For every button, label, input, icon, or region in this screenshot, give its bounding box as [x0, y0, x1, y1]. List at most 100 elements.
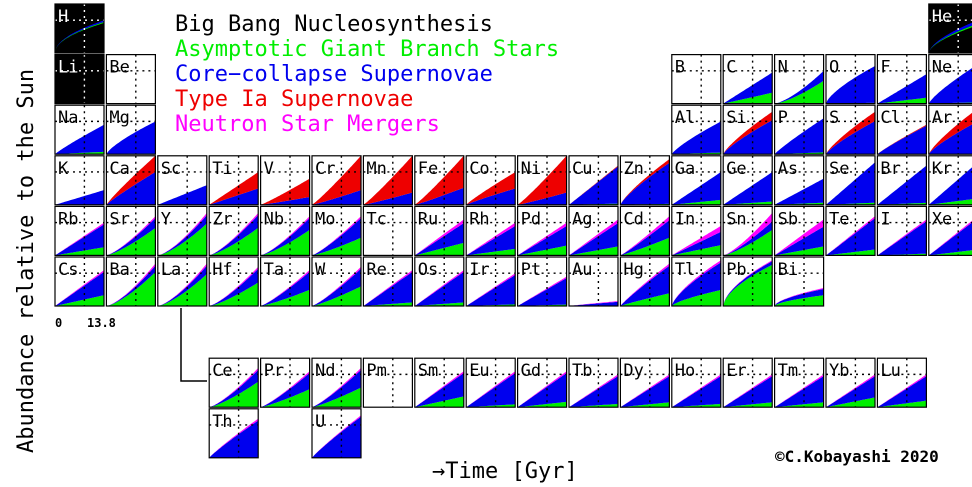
element-symbol: Ne — [932, 58, 952, 78]
area-ccsn — [826, 162, 875, 205]
area-ccsn — [260, 373, 310, 408]
area-ccsn — [928, 222, 972, 256]
area-bbn — [55, 54, 104, 104]
area-agb — [157, 223, 207, 256]
area-snia — [877, 124, 927, 155]
area-ccsn — [877, 74, 927, 104]
element-symbol: Re — [366, 260, 386, 280]
element-symbol: Cu — [572, 159, 592, 179]
element-symbol: P — [778, 108, 788, 128]
element-symbol: Br — [880, 159, 900, 179]
area-ccsn — [260, 197, 310, 205]
cell-border — [157, 205, 208, 256]
element-cell-He: He — [928, 3, 972, 54]
element-cell-Sn: Sn — [722, 205, 773, 256]
area-agb — [877, 400, 927, 408]
cell-border — [671, 104, 722, 155]
cell-border — [362, 357, 413, 408]
cell-border — [54, 256, 105, 307]
element-cell-N: N — [773, 53, 825, 105]
element-symbol: Nb — [264, 209, 284, 229]
element-symbol: Bi — [778, 260, 798, 280]
element-symbol: Mg — [109, 108, 129, 128]
cell-border — [876, 104, 928, 155]
element-cell-Ge: Ge — [722, 155, 773, 206]
area-ccsn — [363, 192, 413, 205]
cell-border — [722, 357, 773, 408]
cell-border — [928, 155, 972, 206]
cell-border — [928, 3, 972, 54]
element-cell-K: K — [54, 155, 105, 206]
cell-border — [825, 53, 876, 105]
element-symbol: Be — [109, 58, 129, 78]
area-nsm — [569, 219, 618, 256]
element-symbol: Hf — [212, 260, 232, 280]
element-symbol: Nd — [315, 361, 335, 381]
element-cell-Ba: Ba — [105, 256, 157, 307]
element-symbol: N — [778, 58, 788, 78]
area-ccsn — [517, 373, 567, 408]
element-symbol: Tb — [572, 361, 592, 381]
element-cell-Te: Te — [825, 205, 876, 256]
area-nsm — [928, 220, 972, 256]
element-cell-Tb: Tb — [568, 357, 619, 408]
element-symbol: Au — [572, 260, 592, 280]
area-ccsn — [723, 172, 773, 205]
area-ccsn — [414, 271, 464, 306]
element-symbol: Ge — [726, 159, 746, 179]
element-symbol: Cr — [315, 159, 335, 179]
lanthanide-connector-line — [180, 308, 207, 382]
element-cell-Cr: Cr — [311, 155, 362, 206]
area-ccsn — [466, 188, 516, 205]
cell-border — [362, 256, 413, 307]
area-ccsn — [723, 72, 773, 104]
cell-border — [722, 53, 773, 105]
element-cell-Al: Al — [671, 104, 722, 155]
element-symbol: Pt — [521, 260, 541, 280]
element-cell-As: As — [773, 155, 825, 206]
area-ccsn — [414, 373, 464, 408]
element-cell-Ga: Ga — [671, 155, 722, 206]
cell-border — [54, 53, 105, 105]
cell-border — [671, 256, 722, 307]
area-ccsn — [826, 218, 875, 256]
area-ccsn — [774, 118, 824, 155]
cell-border — [825, 155, 876, 206]
cell-border — [722, 104, 773, 155]
element-cell-Si: Si — [722, 104, 773, 155]
element-cell-Ne: Ne — [928, 53, 972, 105]
cell-border — [671, 155, 722, 206]
element-symbol: Lu — [880, 361, 900, 381]
area-ccsn — [414, 187, 464, 205]
area-nsm — [877, 219, 927, 256]
cell-border — [260, 205, 311, 256]
element-cell-Na: Na — [54, 104, 105, 155]
element-symbol: Fe — [418, 159, 438, 179]
area-agb — [774, 402, 824, 408]
element-cell-Mn: Mn — [362, 155, 413, 206]
element-cell-Er: Er — [722, 357, 773, 408]
cell-border — [876, 155, 928, 206]
element-symbol: Sr — [109, 209, 129, 229]
element-cell-Se: Se — [825, 155, 876, 206]
cell-border — [722, 256, 773, 307]
area-agb — [826, 249, 875, 256]
element-cell-S: S — [825, 104, 876, 155]
area-agb — [106, 228, 156, 256]
element-cell-V: V — [260, 155, 311, 206]
element-symbol: Mn — [366, 159, 386, 179]
area-ccsn — [517, 192, 567, 205]
cell-border — [311, 357, 362, 408]
cell-border — [208, 256, 259, 307]
element-symbol: V — [264, 159, 274, 179]
cell-border — [671, 357, 722, 408]
element-cell-Nd: Nd — [311, 357, 362, 408]
area-ccsn — [209, 420, 259, 458]
cell-border — [54, 155, 105, 206]
cell-border — [773, 104, 825, 155]
element-symbol: Pr — [264, 361, 284, 381]
area-nsm — [414, 371, 464, 408]
element-symbol: La — [161, 260, 181, 280]
cell-background — [363, 358, 413, 408]
element-cell-Ta: Ta — [260, 256, 311, 307]
